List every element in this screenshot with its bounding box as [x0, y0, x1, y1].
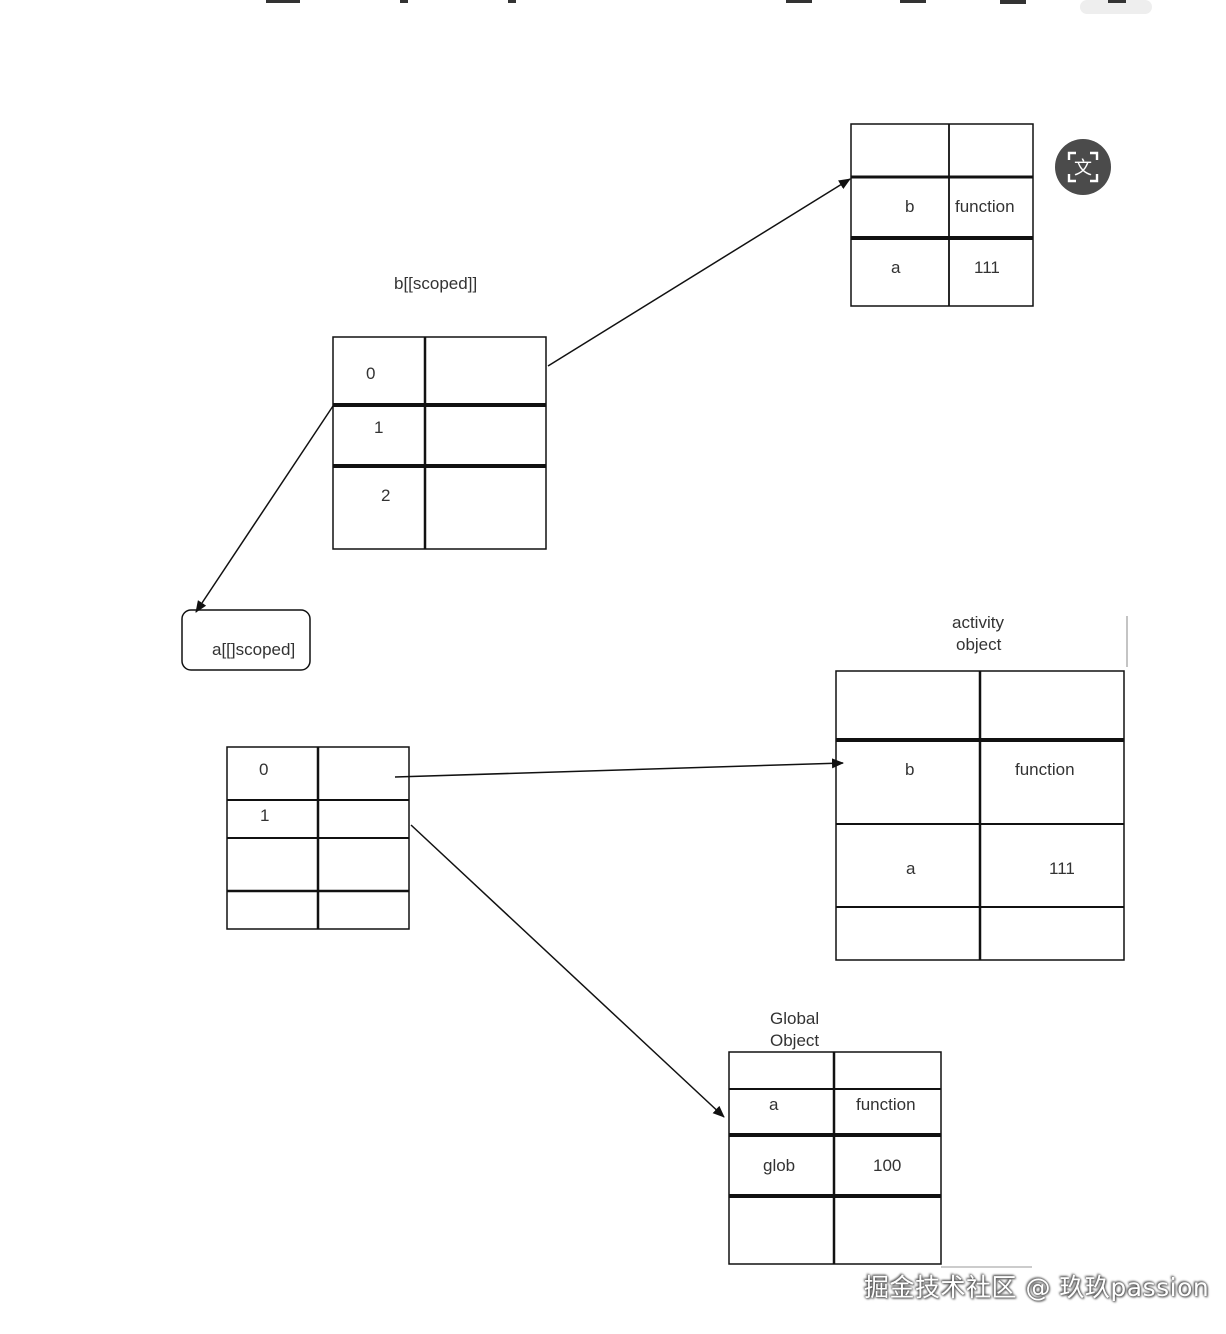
top-right-table [850, 123, 1034, 307]
b-scoped-label: b[[scoped]] [394, 274, 478, 293]
b-scope-table [332, 336, 547, 550]
table-cell: 2 [381, 486, 391, 505]
translate-button[interactable]: 文 [1055, 139, 1111, 195]
table-cell: 111 [1049, 859, 1075, 878]
global-object-table [728, 1051, 942, 1265]
arrow-b-scope-to-top-table [547, 178, 851, 367]
table-cell: function [856, 1095, 916, 1114]
table-cell: a [906, 859, 916, 878]
arrow-b-scope-to-a-scope [195, 405, 334, 613]
table-cell: 0 [366, 364, 376, 383]
table-cell: 0 [259, 760, 269, 779]
activity-object-title-line1: activity [952, 613, 1004, 632]
global-object-title-line2: Object [770, 1031, 820, 1050]
activity-object-table [835, 670, 1125, 961]
activity-object-title-line2: object [956, 635, 1002, 654]
table-cell: a [769, 1095, 779, 1114]
arrow-a-scope-to-global [410, 824, 725, 1118]
table-cell: 1 [374, 418, 384, 437]
table-cell: 1 [260, 806, 270, 825]
table-cell: glob [763, 1156, 796, 1175]
a-scoped-label: a[[]scoped] [212, 640, 296, 659]
table-cell: 100 [873, 1156, 902, 1175]
table-cell: b [905, 197, 915, 216]
table-cell: 111 [974, 258, 1000, 277]
top-toolbar-remnant [266, 0, 1152, 14]
a-scope-table [226, 746, 410, 930]
global-object-title-line1: Global [770, 1009, 820, 1028]
table-cell: function [1015, 760, 1075, 779]
table-cell: function [955, 197, 1015, 216]
translate-icon: 文 [1067, 151, 1099, 183]
svg-text:文: 文 [1074, 158, 1092, 179]
a-scope-box [181, 609, 311, 671]
table-cell: b [905, 760, 915, 779]
arrow-a-scope-to-activity [394, 758, 844, 778]
watermark: 掘金技术社区 @ 玖玖passion [864, 1273, 1210, 1302]
table-cell: a [891, 258, 901, 277]
